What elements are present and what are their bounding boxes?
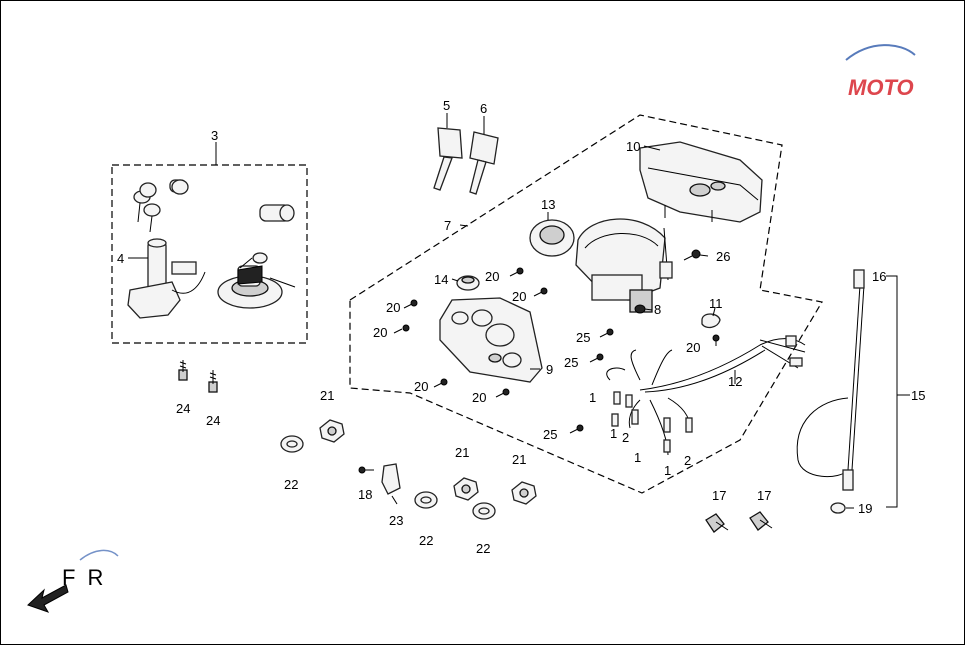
ignition-switch-body xyxy=(127,238,206,319)
label-13: 13 xyxy=(541,197,555,212)
label-11: 11 xyxy=(709,296,723,311)
label-2-a: 2 xyxy=(622,430,629,445)
label-5: 5 xyxy=(443,98,450,113)
leader-lines xyxy=(128,113,910,509)
speedometer-cable-15 xyxy=(796,269,865,514)
label-25-c: 25 xyxy=(543,427,557,442)
bolt-24-left xyxy=(178,360,188,381)
screws xyxy=(393,249,720,434)
screw-20-b xyxy=(533,287,548,297)
nut-21-c xyxy=(511,481,537,505)
group-outline-ignition-set xyxy=(111,164,308,344)
moto-watermark-small xyxy=(79,549,119,561)
label-21-c: 21 xyxy=(512,452,526,467)
label-25-b: 25 xyxy=(564,355,578,370)
label-12: 12 xyxy=(728,374,742,389)
label-8: 8 xyxy=(654,302,661,317)
screw-20-f xyxy=(495,388,510,398)
screw-25-a xyxy=(599,328,614,338)
washer-22-b xyxy=(414,491,438,509)
ignition-switch-set xyxy=(127,179,296,319)
bolt-24-right xyxy=(208,370,218,393)
key-5 xyxy=(433,127,463,191)
screw-20-g xyxy=(712,334,720,346)
bolt-17-right xyxy=(749,511,773,531)
washer-22-a xyxy=(280,435,304,453)
nut-21-a xyxy=(319,419,345,443)
label-17-right: 17 xyxy=(757,488,771,503)
fuel-cap-lock xyxy=(217,252,296,309)
lock-cylinder-small xyxy=(139,179,189,198)
label-22-b: 22 xyxy=(419,533,433,548)
label-18: 18 xyxy=(358,487,372,502)
label-24-right: 24 xyxy=(206,413,220,428)
screw-20-e xyxy=(433,378,448,388)
meter-unit-8 xyxy=(575,218,673,314)
label-1-a: 1 xyxy=(589,390,596,405)
label-3: 3 xyxy=(211,128,218,143)
seat-lock-cylinder xyxy=(259,204,295,222)
label-20-f: 20 xyxy=(472,390,486,405)
screw-25-b xyxy=(589,353,604,363)
label-26: 26 xyxy=(716,249,730,264)
label-2-b: 2 xyxy=(684,453,691,468)
label-9: 9 xyxy=(546,362,553,377)
label-22-c: 22 xyxy=(476,541,490,556)
label-20-a: 20 xyxy=(485,269,499,284)
label-20-e: 20 xyxy=(414,379,428,394)
label-1-d: 1 xyxy=(664,463,671,478)
callout-labels: 3 4 5 6 7 8 9 10 11 12 13 14 15 16 17 17… xyxy=(117,98,925,556)
screw-25-c xyxy=(569,424,584,434)
bolt-18 xyxy=(358,466,374,474)
meter-upper-cover-9 xyxy=(439,297,543,383)
label-25-a: 25 xyxy=(576,330,590,345)
bolt-17-left xyxy=(705,513,729,533)
label-21-b: 21 xyxy=(455,445,469,460)
front-arrow-icon xyxy=(27,584,69,613)
front-direction-indicator: F R xyxy=(27,565,106,613)
screw-20-a xyxy=(509,267,524,277)
meter-lower-case-10 xyxy=(639,141,763,223)
nut-21-b xyxy=(453,477,479,501)
label-19: 19 xyxy=(858,501,872,516)
label-6: 6 xyxy=(480,101,487,116)
meter-cap-13 xyxy=(529,219,575,257)
label-7: 7 xyxy=(444,218,451,233)
moto-watermark-logo: MOTO xyxy=(845,44,916,100)
wire-harness-12 xyxy=(606,335,806,456)
screw-20-d xyxy=(393,324,410,334)
screw-20-c xyxy=(403,299,418,309)
label-20-g: 20 xyxy=(686,340,700,355)
label-16: 16 xyxy=(872,269,886,284)
label-23: 23 xyxy=(389,513,403,528)
label-20-c: 20 xyxy=(386,300,400,315)
screw-26 xyxy=(683,249,701,261)
key-6 xyxy=(469,131,499,195)
label-14: 14 xyxy=(434,272,448,287)
label-1-c: 1 xyxy=(634,450,641,465)
wire-clip-11 xyxy=(701,313,721,329)
grommet-14 xyxy=(456,275,480,291)
label-24-left: 24 xyxy=(176,401,190,416)
label-4: 4 xyxy=(117,251,124,266)
label-20-d: 20 xyxy=(373,325,387,340)
label-21-a: 21 xyxy=(320,388,334,403)
washer-22-c xyxy=(472,502,496,520)
bracket-23 xyxy=(381,463,401,495)
label-1-b: 1 xyxy=(610,426,617,441)
label-10: 10 xyxy=(626,139,640,154)
label-22-a: 22 xyxy=(284,477,298,492)
label-17-left: 17 xyxy=(712,488,726,503)
front-direction-label: F R xyxy=(62,565,106,590)
watermark-text: MOTO xyxy=(848,75,914,100)
label-20-b: 20 xyxy=(512,289,526,304)
label-15: 15 xyxy=(911,388,925,403)
